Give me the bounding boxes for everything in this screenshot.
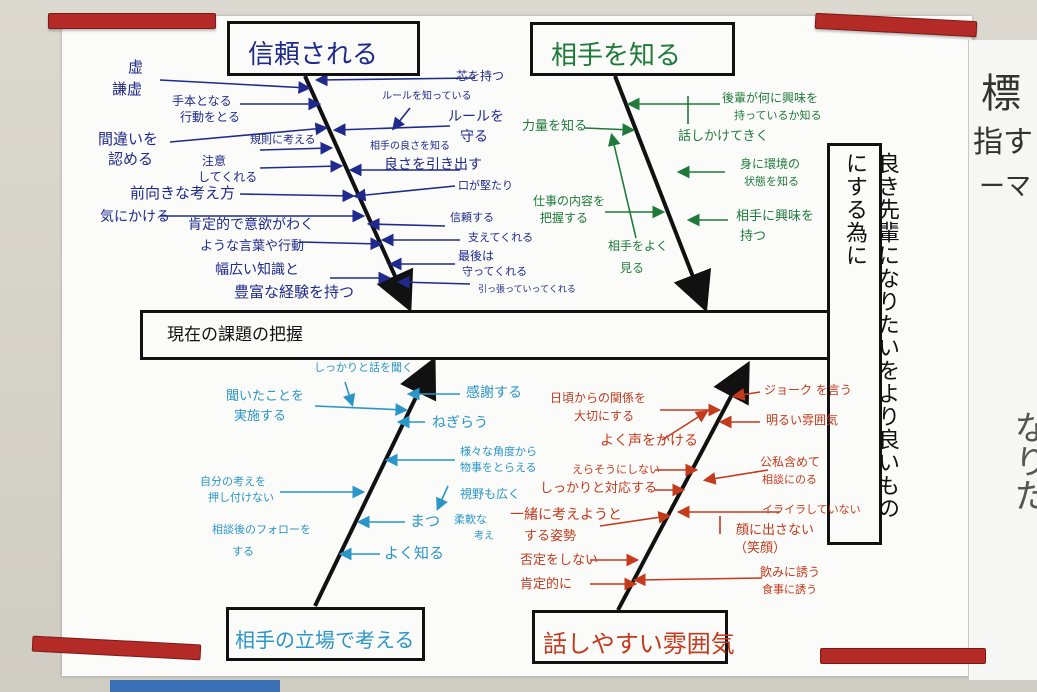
note-implement-2: 実施する bbox=[234, 409, 287, 424]
note-follow-up-2: する bbox=[232, 545, 254, 558]
note-affirmative: 肯定的に bbox=[520, 577, 573, 592]
note-think-together-1: 一緒に考えようと bbox=[510, 507, 622, 523]
category-box-atmosphere: 話しやすい雰囲気 bbox=[532, 610, 735, 664]
blue-object bbox=[110, 680, 280, 692]
note-protect-2: 守ってくれる bbox=[462, 265, 528, 278]
note-discreet: 口が堅たり bbox=[458, 179, 513, 192]
category-box-trusted: 信頼される bbox=[227, 21, 420, 76]
category-label-know-others: 相手を知る bbox=[551, 41, 682, 71]
note-observe-2: 見る bbox=[620, 261, 645, 275]
side-text-1: 標 bbox=[981, 71, 1021, 117]
note-drink-invite: 飲みに誘う bbox=[760, 565, 821, 579]
note-trust: 信頼する bbox=[450, 211, 494, 224]
note-know-rules: ルールを知っている bbox=[382, 91, 472, 102]
note-environment-1: 身に環境の bbox=[740, 157, 801, 171]
note-encouraging-2: ような言葉や行動 bbox=[200, 239, 305, 254]
note-think-together-2: する姿勢 bbox=[524, 529, 577, 544]
note-role-model-1: 手本となる bbox=[172, 94, 232, 108]
note-work-content-1: 仕事の内容を bbox=[533, 194, 606, 208]
note-bright: 明るい雰囲気 bbox=[766, 413, 839, 427]
category-label-perspective: 相手の立場で考える bbox=[235, 628, 415, 652]
note-caution-1: 注意 bbox=[202, 154, 227, 168]
note-smile-2: （笑顔） bbox=[734, 541, 787, 556]
note-relationship-1: 日頃からの関係を bbox=[550, 391, 647, 405]
note-call-out: よく声をかける bbox=[600, 433, 698, 449]
note-interest-in-others-2: 持つ bbox=[740, 229, 767, 244]
category-label-atmosphere: 話しやすい雰囲気 bbox=[543, 630, 735, 658]
note-know-well: よく知る bbox=[384, 544, 445, 562]
note-meal-invite: 食事に誘う bbox=[762, 583, 817, 596]
note-positive-thinking: 前向きな考え方 bbox=[130, 184, 236, 202]
note-modest-1: 虚 bbox=[128, 58, 144, 76]
note-knowledge-2: 豊富な経験を持つ bbox=[234, 283, 355, 301]
note-rules-think: 規則に考える bbox=[250, 133, 316, 146]
note-work-content-2: 把握する bbox=[540, 211, 589, 225]
tape-bottom-right bbox=[820, 648, 986, 664]
tape-top-left bbox=[48, 13, 216, 29]
note-implement-1: 聞いたことを bbox=[226, 389, 305, 404]
note-admit-mistakes-1: 間違いを bbox=[98, 130, 159, 148]
note-not-irritated: イライラしていない bbox=[762, 503, 861, 516]
note-consult-1: 公私含めて bbox=[760, 455, 821, 469]
note-support: 支えてくれる bbox=[468, 231, 534, 244]
note-lead: 引っ張っていってくれる bbox=[478, 285, 576, 295]
note-no-imposing-2: 押し付けない bbox=[208, 491, 274, 504]
note-gratitude: 感謝する bbox=[466, 385, 522, 401]
note-environment-2: 状態を知る bbox=[744, 175, 799, 188]
note-draw-strengths: 良さを引き出す bbox=[384, 157, 482, 173]
note-wait: まつ bbox=[410, 512, 441, 530]
note-broad-view-3: 考え bbox=[474, 531, 494, 542]
note-interest-in-others-1: 相手に興味を bbox=[736, 209, 815, 224]
note-modest-2: 謙虚 bbox=[112, 80, 143, 98]
note-observe-1: 相手をよく bbox=[608, 239, 669, 253]
note-no-imposing-1: 自分の考えを bbox=[200, 475, 266, 488]
note-keep-rules-1: ルールを bbox=[448, 109, 504, 125]
note-protect-1: 最後は bbox=[458, 249, 495, 263]
note-angles-2: 物事をとらえる bbox=[460, 461, 537, 474]
note-smile-1: 顔に出さない bbox=[736, 523, 815, 538]
note-role-model-2: 行動をとる bbox=[180, 110, 241, 124]
note-know-ability: 力量を知る bbox=[522, 119, 588, 134]
note-encouraging-1: 肯定的で意欲がわく bbox=[188, 217, 314, 233]
note-keep-rules-2: 守る bbox=[460, 129, 488, 145]
side-text-2: 指す bbox=[973, 125, 1033, 160]
note-admit-mistakes-2: 認める bbox=[108, 150, 154, 168]
note-not-arrogant: えらそうにしない bbox=[572, 463, 660, 476]
spine-label: 現在の課題の把握 bbox=[167, 325, 303, 345]
note-angles-1: 様々な角度から bbox=[460, 445, 537, 458]
category-label-trusted: 信頼される bbox=[248, 40, 379, 70]
note-relationship-2: 大切にする bbox=[574, 409, 635, 423]
note-know-strengths: 相手の良さを知る bbox=[370, 141, 450, 152]
note-consult-2: 相談にのる bbox=[762, 473, 817, 486]
note-talk-listen: 話しかけてきく bbox=[678, 129, 769, 144]
spine-box: 現在の課題の把握 bbox=[140, 310, 830, 360]
note-caution-2: してくれる bbox=[198, 170, 258, 184]
category-box-perspective: 相手の立場で考える bbox=[226, 607, 425, 661]
note-no-denial: 否定をしない bbox=[520, 553, 599, 568]
note-care: 気にかける bbox=[100, 209, 170, 225]
note-listen-well: しっかりと話を聞く bbox=[314, 361, 413, 374]
note-broad-view-1: 視野も広く bbox=[460, 487, 521, 501]
note-broad-view-2: 柔軟な bbox=[454, 513, 487, 526]
goal-label: 良き先輩になりたいをより良いものにする為に bbox=[842, 152, 899, 520]
note-joke: ジョーク を言う bbox=[764, 383, 852, 397]
side-sheet: 標 指す ーマ なりた bbox=[968, 40, 1037, 680]
note-knowledge-1: 幅広い知識と bbox=[215, 262, 299, 278]
side-text-3: ーマ bbox=[979, 172, 1032, 202]
side-text-4: なりた bbox=[1008, 410, 1037, 512]
note-interests-2: 持っているか知る bbox=[734, 109, 822, 122]
note-appreciate: ねぎらう bbox=[432, 415, 488, 431]
category-box-know-others: 相手を知る bbox=[530, 22, 735, 76]
note-interests-1: 後輩が何に興味を bbox=[722, 91, 819, 105]
note-respond: しっかりと対応する bbox=[540, 481, 658, 496]
goal-box: 良き先輩になりたいをより良いものにする為に bbox=[827, 143, 899, 545]
note-principle: 芯を持つ bbox=[456, 69, 505, 83]
note-follow-up-1: 相談後のフォローを bbox=[212, 523, 311, 536]
